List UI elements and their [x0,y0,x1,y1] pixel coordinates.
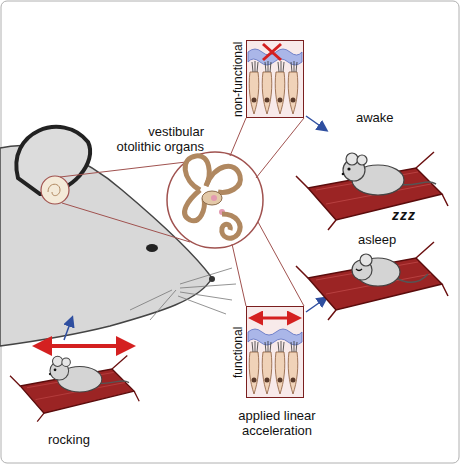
panel-label: functional [232,307,245,397]
annotation-label: awake [356,110,416,125]
annotation-label: asleep [358,232,418,247]
annotation-label: applied linear acceleration [222,408,332,438]
annotation-label: zzz [392,208,432,223]
hair-cell-panel: functional [246,306,304,398]
hair-cell-panel: non-functional [246,40,304,118]
panel-label: non-functional [232,41,245,117]
annotation-label: vestibular otolithic organs [104,124,204,154]
annotation-label: rocking [48,432,118,447]
